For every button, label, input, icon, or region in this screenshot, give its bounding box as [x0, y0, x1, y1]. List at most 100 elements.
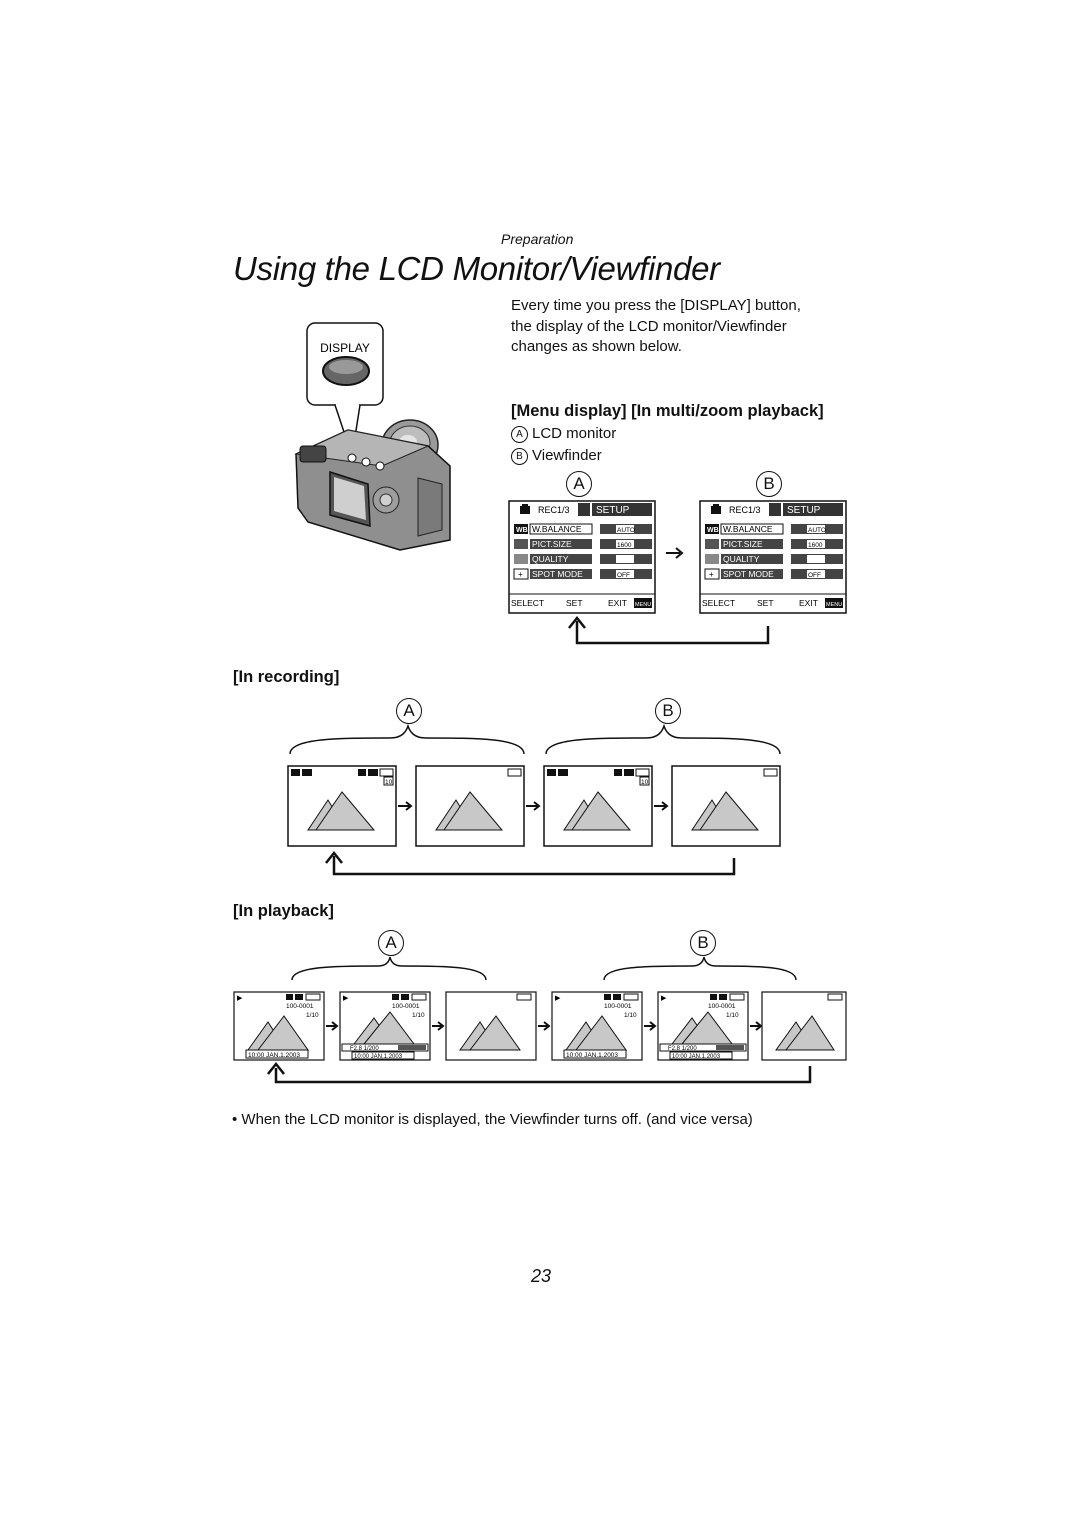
menu-flow-arrows: [568, 547, 770, 645]
menu-row-value: 1600: [617, 542, 632, 549]
playback-screen-viewfinder-basic: ▶ 100-0001 1/10 10:00 JAN.1.2003: [551, 991, 643, 1061]
menu-row-label: SPOT MODE: [723, 569, 774, 579]
note-text: When the LCD monitor is displayed, the V…: [241, 1111, 753, 1128]
svg-text:▶: ▶: [343, 995, 349, 1002]
tab-rec: REC1/3: [538, 505, 570, 515]
label-b-playback: B: [690, 930, 716, 956]
playback-heading: [In playback]: [233, 902, 334, 920]
legend-mark-a: A: [511, 426, 528, 443]
playback-screen-lcd-basic: ▶ 100-0001 1/10 10:00 JAN.1.2003: [233, 991, 325, 1061]
spot-mode-icon: +: [518, 570, 523, 579]
frame-number: 1/10: [412, 1012, 425, 1019]
footer-set: SET: [566, 598, 583, 608]
brace-a: [289, 724, 525, 755]
menu-screen-lcd: REC1/3 SETUP WB W.BALANCE AUTO PICT.SIZE…: [508, 500, 656, 614]
legend-lcd-monitor: LCD monitor: [532, 425, 617, 442]
label-b-recording: B: [655, 698, 681, 724]
shot-count: 10: [641, 779, 649, 786]
display-button-label: DISPLAY: [320, 341, 370, 355]
brace-b: [545, 724, 781, 755]
label-a-playback: A: [378, 930, 404, 956]
note: • When the LCD monitor is displayed, the…: [232, 1111, 753, 1128]
menu-row-value: OFF: [808, 572, 821, 579]
intro-text: Every time you press the [DISPLAY] butto…: [511, 296, 801, 358]
page-number: 23: [531, 1266, 552, 1286]
footer-select: SELECT: [702, 598, 735, 608]
frame-number: 1/10: [726, 1012, 739, 1019]
svg-text:WB: WB: [516, 527, 528, 534]
tab-setup-bg: [592, 503, 652, 516]
menu-row-value: 1600: [808, 542, 823, 549]
exposure-info: F2.8 1/200: [668, 1046, 697, 1052]
tab-rec: REC1/3: [729, 505, 761, 515]
date-time: 10:00 JAN.1.2003: [566, 1052, 618, 1059]
spot-mode-icon: +: [709, 570, 714, 579]
menu-row-value: OFF: [617, 572, 630, 579]
return-arrow-icon: [325, 850, 736, 876]
tab-setup: SETUP: [787, 505, 821, 516]
recording-screens: 10 10: [287, 724, 781, 876]
file-number: 100-0001: [286, 1003, 314, 1010]
footer-set: SET: [757, 598, 774, 608]
menu-row-label: PICT.SIZE: [723, 539, 763, 549]
recording-screen-viewfinder-plain: [671, 765, 781, 847]
footer-select: SELECT: [511, 598, 544, 608]
menu-display-heading: [Menu display] [In multi/zoom playback]: [511, 402, 824, 420]
arrow-right-icon: [666, 547, 684, 559]
recording-screen-viewfinder-info: 10: [543, 765, 653, 847]
recording-screen-lcd-plain: [415, 765, 525, 847]
menu-row-value: AUTO: [808, 527, 826, 534]
svg-text:▶: ▶: [237, 995, 243, 1002]
date-time: 10:00 JAN.1.2003: [354, 1054, 403, 1060]
svg-text:▶: ▶: [555, 995, 561, 1002]
file-number: 100-0001: [604, 1003, 632, 1010]
brace-a: [291, 956, 487, 981]
intro-line: the display of the LCD monitor/Viewfinde…: [511, 317, 787, 335]
section-label: Preparation: [501, 231, 574, 247]
return-arrow-icon: [267, 1061, 812, 1084]
intro-line: Every time you press the [DISPLAY] butto…: [511, 297, 801, 314]
recording-screen-lcd-info: 10: [287, 765, 397, 847]
playback-screen-lcd-detail: ▶ 100-0001 1/10 F2.8 1/200 10:00 JAN.1.2…: [339, 991, 431, 1061]
frame-number: 1/10: [306, 1012, 319, 1019]
tab-setup: SETUP: [596, 505, 630, 516]
playback-screen-lcd-plain: [445, 991, 537, 1061]
footer-menu: MENU: [826, 602, 842, 608]
footer-exit: EXIT: [608, 598, 627, 608]
camera-illustration: DISPLAY: [294, 322, 451, 551]
menu-row-label: W.BALANCE: [532, 524, 582, 534]
menu-row-label: SPOT MODE: [532, 569, 583, 579]
label-a-recording: A: [396, 698, 422, 724]
intro-line: changes as shown below.: [511, 338, 682, 355]
playback-screen-viewfinder-plain: [761, 991, 847, 1061]
exposure-info: F2.8 1/200: [350, 1046, 379, 1052]
svg-text:▶: ▶: [661, 995, 667, 1002]
return-arrow-icon: [568, 615, 770, 645]
menu-row-value: AUTO: [617, 527, 635, 534]
label-b-menu: B: [756, 471, 782, 497]
menu-row-label: PICT.SIZE: [532, 539, 572, 549]
playback-screens: ▶ 100-0001 1/10 10:00 JAN.1.2003 ▶ 100-0…: [233, 956, 847, 1084]
menu-row-label: W.BALANCE: [723, 524, 773, 534]
menu-row-label: QUALITY: [723, 554, 760, 564]
recording-heading: [In recording]: [233, 668, 340, 686]
label-a-menu: A: [566, 471, 592, 497]
legend-viewfinder: Viewfinder: [532, 447, 602, 464]
menu-row-label: QUALITY: [532, 554, 569, 564]
legend-mark-b: B: [511, 448, 528, 465]
menu-screen-viewfinder: REC1/3 SETUP WB W.BALANCE AUTO PICT.SIZE…: [699, 500, 847, 614]
playback-screen-viewfinder-detail: ▶ 100-0001 1/10 F2.8 1/200 10:00 JAN.1.2…: [657, 991, 749, 1061]
frame-number: 1/10: [624, 1012, 637, 1019]
date-time: 10:00 JAN.1.2003: [248, 1052, 300, 1059]
shot-count: 10: [385, 779, 393, 786]
file-number: 100-0001: [392, 1003, 420, 1010]
brace-b: [603, 956, 797, 981]
page-title: Using the LCD Monitor/Viewfinder: [233, 250, 720, 287]
file-number: 100-0001: [708, 1003, 736, 1010]
footer-menu: MENU: [635, 602, 651, 608]
svg-text:WB: WB: [707, 527, 719, 534]
date-time: 10:00 JAN.1.2003: [672, 1054, 721, 1060]
